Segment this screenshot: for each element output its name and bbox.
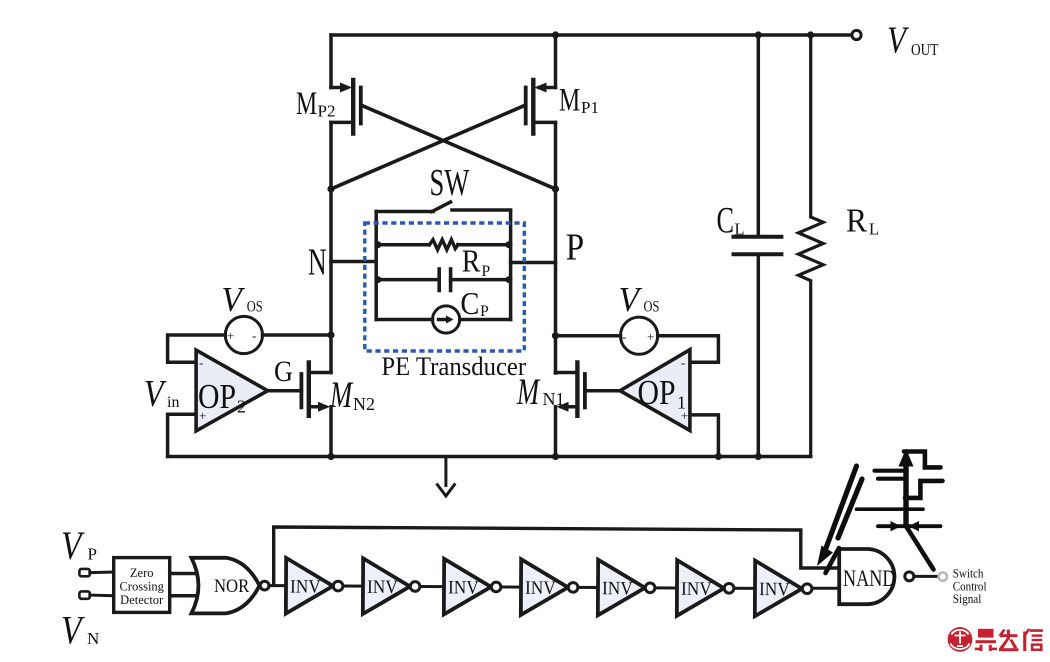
svg-text:P: P — [566, 225, 584, 268]
svg-text:M: M — [329, 374, 354, 415]
svg-text:+: + — [227, 328, 234, 343]
svg-text:M: M — [296, 85, 317, 122]
svg-text:Signal: Signal — [953, 591, 982, 606]
svg-text:PE Transducer: PE Transducer — [381, 352, 526, 381]
svg-text:+: + — [199, 408, 206, 423]
svg-text:R: R — [846, 203, 867, 240]
svg-text:P2: P2 — [318, 102, 336, 121]
svg-text:+: + — [681, 408, 688, 423]
svg-text:V: V — [61, 608, 86, 652]
svg-text:INV: INV — [525, 577, 556, 598]
svg-text:L: L — [735, 220, 745, 239]
svg-text:V: V — [221, 280, 245, 319]
svg-text:M: M — [559, 82, 580, 119]
svg-text:-: - — [252, 328, 256, 343]
svg-text:Control: Control — [953, 579, 987, 594]
svg-text:N1: N1 — [543, 389, 565, 409]
svg-text:C: C — [717, 199, 735, 241]
svg-text:INV: INV — [367, 576, 398, 597]
svg-text:Switch: Switch — [953, 566, 984, 581]
svg-text:P1: P1 — [581, 98, 599, 117]
svg-text:Detector: Detector — [120, 593, 164, 607]
svg-text:P: P — [482, 263, 491, 280]
svg-text:R: R — [462, 244, 481, 279]
svg-text:P: P — [88, 545, 97, 564]
svg-text:N: N — [308, 242, 327, 284]
svg-text:INV: INV — [681, 578, 712, 599]
svg-text:NAND: NAND — [843, 567, 896, 591]
svg-text:SW: SW — [430, 163, 470, 205]
svg-text:V: V — [887, 19, 909, 62]
svg-text:1: 1 — [677, 393, 686, 413]
svg-text:M: M — [516, 371, 541, 412]
svg-text:C: C — [460, 285, 479, 321]
svg-text:-: - — [681, 355, 685, 370]
svg-text:OS: OS — [644, 298, 660, 316]
svg-text:INV: INV — [290, 576, 321, 597]
svg-text:N2: N2 — [353, 394, 375, 414]
svg-text:-: - — [199, 355, 203, 370]
svg-text:P: P — [480, 303, 489, 320]
svg-text:Zero: Zero — [130, 566, 154, 580]
svg-text:OP: OP — [638, 374, 676, 413]
svg-text:OS: OS — [247, 298, 263, 316]
svg-text:V: V — [61, 523, 86, 567]
svg-text:Crossing: Crossing — [119, 580, 164, 594]
svg-text:N: N — [87, 629, 99, 648]
svg-text:OP: OP — [198, 378, 236, 417]
svg-text:-: - — [622, 329, 626, 344]
svg-text:INV: INV — [448, 577, 479, 598]
svg-text:2: 2 — [237, 397, 246, 417]
svg-text:INV: INV — [759, 578, 790, 599]
svg-text:+: + — [647, 329, 654, 344]
svg-text:V: V — [619, 280, 643, 319]
svg-text:INV: INV — [602, 578, 633, 599]
svg-text:OUT: OUT — [911, 42, 938, 60]
svg-text:V: V — [144, 373, 167, 415]
svg-text:in: in — [167, 394, 179, 411]
svg-text:L: L — [869, 220, 879, 239]
svg-text:G: G — [274, 355, 293, 388]
svg-text:NOR: NOR — [214, 575, 249, 596]
